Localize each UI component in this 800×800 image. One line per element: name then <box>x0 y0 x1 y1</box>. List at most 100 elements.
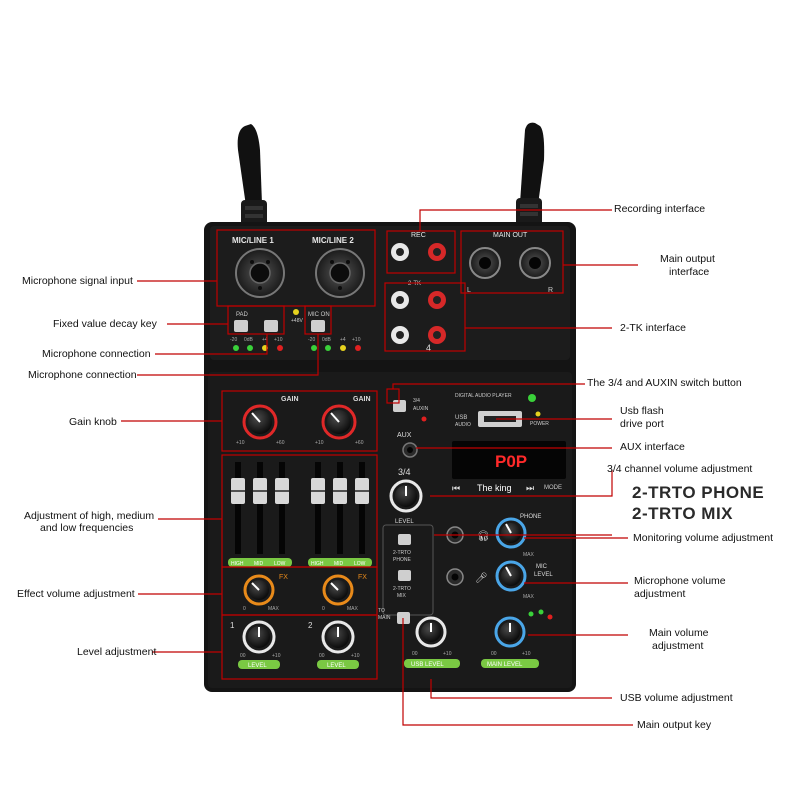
rec-rca-right[interactable] <box>428 243 446 261</box>
gain-knob-1[interactable] <box>242 404 278 440</box>
main-level-max: +10 <box>522 651 531 657</box>
callout-level-adjustment: Level adjustment <box>77 646 157 658</box>
mic-max: MAX <box>523 594 535 600</box>
tk-rca-right-bottom[interactable] <box>428 326 446 344</box>
display-screen <box>452 441 566 479</box>
mic-on-label: MIC ON <box>308 312 330 318</box>
eq-sliders-ch1 <box>231 462 289 554</box>
main-out-jack-left[interactable] <box>469 247 501 279</box>
main-level-leds <box>528 609 553 620</box>
main-out-jack-right[interactable] <box>519 247 551 279</box>
gain-label-2: GAIN <box>353 396 371 403</box>
microphone-icon: 🎤︎ <box>475 572 488 584</box>
level-label-1: LEVEL <box>248 663 267 669</box>
next-icon[interactable]: ⏭ <box>526 483 534 493</box>
fx-knob-2[interactable] <box>322 574 354 606</box>
callout-eq-adjust-1: Adjustment of high, medium <box>24 510 155 522</box>
rec-rca-left[interactable] <box>391 243 409 261</box>
level2-min: 00 <box>319 653 325 659</box>
phone-volume-knob[interactable] <box>495 517 527 549</box>
callout-main-output-interface-1: Main output <box>660 253 715 265</box>
to-main-label-1: TO <box>378 608 385 614</box>
gain2-min: +10 <box>315 440 324 446</box>
tk-four-label: 4 <box>426 343 431 353</box>
the-king-label: The king <box>477 483 512 493</box>
fx2-max: MAX <box>347 606 359 612</box>
gain-knob-2[interactable] <box>321 404 357 440</box>
meter-mark-2c: +4 <box>340 337 346 343</box>
combo-jack-1[interactable] <box>235 248 285 298</box>
mic-line-2-label: MIC/LINE 2 <box>312 236 354 245</box>
callout-main-output-key: Main output key <box>637 719 712 731</box>
callout-usb-flash-2: drive port <box>620 418 664 430</box>
display-readout: P0P <box>495 452 527 471</box>
usb-level-label: USB LEVEL <box>411 662 444 668</box>
ch34-label: 3/4 <box>398 467 411 477</box>
meter-mark-2d: +10 <box>352 337 361 343</box>
auxin-switch-label: AUXIN <box>413 406 429 412</box>
fx1-min: 0 <box>243 606 246 612</box>
tk-rca-right-top[interactable] <box>428 291 446 309</box>
main-level-knob[interactable] <box>494 616 526 648</box>
fx-knob-1[interactable] <box>243 574 275 606</box>
level1-max: +10 <box>272 653 281 659</box>
usb-level-label-bg <box>404 659 460 668</box>
callout-usb-flash-1: Usb flash <box>620 405 664 417</box>
antenna-right <box>516 122 545 226</box>
trto-mix-label-2: MIX <box>397 593 407 599</box>
eq-label-strip-2 <box>308 558 372 567</box>
combo-jack-2[interactable] <box>315 248 365 298</box>
fx-label-2: FX <box>358 574 367 581</box>
ch34-switch-label: 3/4 <box>413 398 420 404</box>
power-label: POWER <box>530 421 549 427</box>
callout-recording-interface: Recording interface <box>614 203 706 215</box>
pad-button-1[interactable] <box>234 320 248 332</box>
mic-jack[interactable] <box>446 568 464 586</box>
phone-max: MAX <box>523 552 535 558</box>
trto-mix-label-1: 2-TRTO <box>393 586 411 592</box>
main-out-l: L <box>467 287 471 294</box>
usb-label: USB <box>455 415 467 421</box>
mic-volume-knob[interactable] <box>495 560 527 592</box>
level-label-2: LEVEL <box>327 663 346 669</box>
meter-mark-2a: -20 <box>308 337 315 343</box>
gain1-max: +60 <box>276 440 285 446</box>
main-out-label: MAIN OUT <box>493 232 528 239</box>
level-knob-2[interactable] <box>321 620 355 654</box>
callout-microphone-signal-input: Microphone signal input <box>22 275 133 287</box>
trto-mix-button[interactable] <box>398 570 411 581</box>
callout-main-output-interface-2: interface <box>669 266 710 278</box>
digital-player-label: DIGITAL AUDIO PLAYER <box>455 393 512 399</box>
aux-jack[interactable] <box>402 442 418 458</box>
phantom-led <box>293 309 299 315</box>
callout-effect-volume: Effect volume adjustment <box>17 588 135 600</box>
meter-mark-1c: +4 <box>262 337 268 343</box>
callout-mic-volume-2: adjustment <box>634 588 686 600</box>
trto-phone-label-1: 2-TRTO <box>393 550 411 556</box>
prev-icon[interactable]: ⏮ <box>452 483 460 493</box>
usb-level-knob[interactable] <box>415 616 447 648</box>
meter-mark-2b: 0dB <box>322 337 332 343</box>
mic-on-button[interactable] <box>311 320 325 332</box>
mic-line-1-label: MIC/LINE 1 <box>232 236 274 245</box>
mic-level-label-2: LEVEL <box>534 572 553 578</box>
callout-lines <box>121 209 638 726</box>
callout-main-volume-1: Main volume <box>649 627 709 639</box>
rec-label: REC <box>411 232 426 239</box>
gain1-min: +10 <box>236 440 245 446</box>
callout-microphone-connection-2: Microphone connection <box>28 369 137 381</box>
pad-button-2[interactable] <box>264 320 278 332</box>
mode-label: MODE <box>544 485 562 491</box>
trto-phone-button[interactable] <box>398 534 411 545</box>
tk-label: 2-TK <box>408 281 421 287</box>
level-knob-1[interactable] <box>242 620 276 654</box>
ch34-level-knob[interactable] <box>389 479 423 513</box>
tk-rca-left-top[interactable] <box>391 291 409 309</box>
tk-rca-left-bottom[interactable] <box>391 326 409 344</box>
callout-gain-knob: Gain knob <box>69 416 117 428</box>
bluetooth-icon <box>528 394 536 402</box>
ch34-level-label: LEVEL <box>395 519 414 525</box>
callout-switch-button: The 3/4 and AUXIN switch button <box>587 377 742 389</box>
meter-mark-1d: +10 <box>274 337 283 343</box>
